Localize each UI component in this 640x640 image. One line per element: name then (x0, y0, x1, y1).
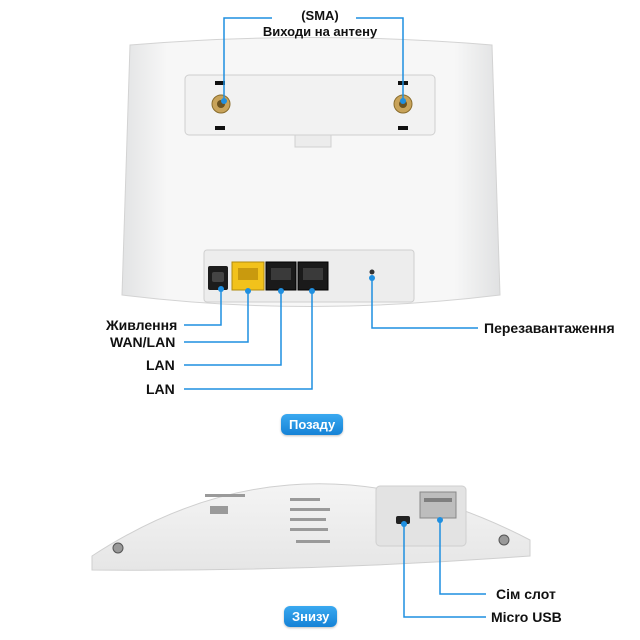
lan-port-1 (265, 261, 297, 291)
router-bottom-view (91, 483, 531, 571)
lan2-callout (184, 291, 313, 390)
screw-right (498, 534, 510, 546)
power-callout (184, 289, 222, 326)
lan-port-2 (297, 261, 329, 291)
sim-slot-label: Сім слот (496, 586, 556, 602)
router-back-view (121, 37, 501, 307)
reset-callout (371, 278, 478, 329)
antenna-callout-left (223, 17, 272, 101)
micro-usb-port (396, 516, 410, 524)
wan-callout (184, 291, 249, 343)
screw-left (112, 542, 124, 554)
sim-callout (439, 520, 486, 595)
antenna-caption: (SMA) Виходи на антену (0, 8, 640, 40)
usb-callout (403, 524, 486, 618)
antenna-callout-right (356, 17, 404, 101)
lan-label-1: LAN (146, 357, 175, 373)
view-badge-back: Позаду (281, 414, 344, 435)
lan-label-2: LAN (146, 381, 175, 397)
wan-lan-label: WAN/LAN (110, 334, 176, 350)
wan-lan-port (231, 261, 265, 291)
antenna-caption-line2: Виходи на антену (262, 24, 378, 39)
power-label: Живлення (106, 317, 178, 333)
reset-label: Перезавантаження (484, 320, 615, 336)
view-badge-bottom: Знизу (284, 606, 338, 627)
micro-usb-label: Micro USB (491, 609, 562, 625)
lan1-callout (184, 291, 282, 366)
antenna-caption-line1: (SMA) (301, 8, 339, 23)
reset-button (369, 269, 375, 275)
callout-lines (184, 17, 486, 618)
sim-slot (419, 491, 457, 519)
